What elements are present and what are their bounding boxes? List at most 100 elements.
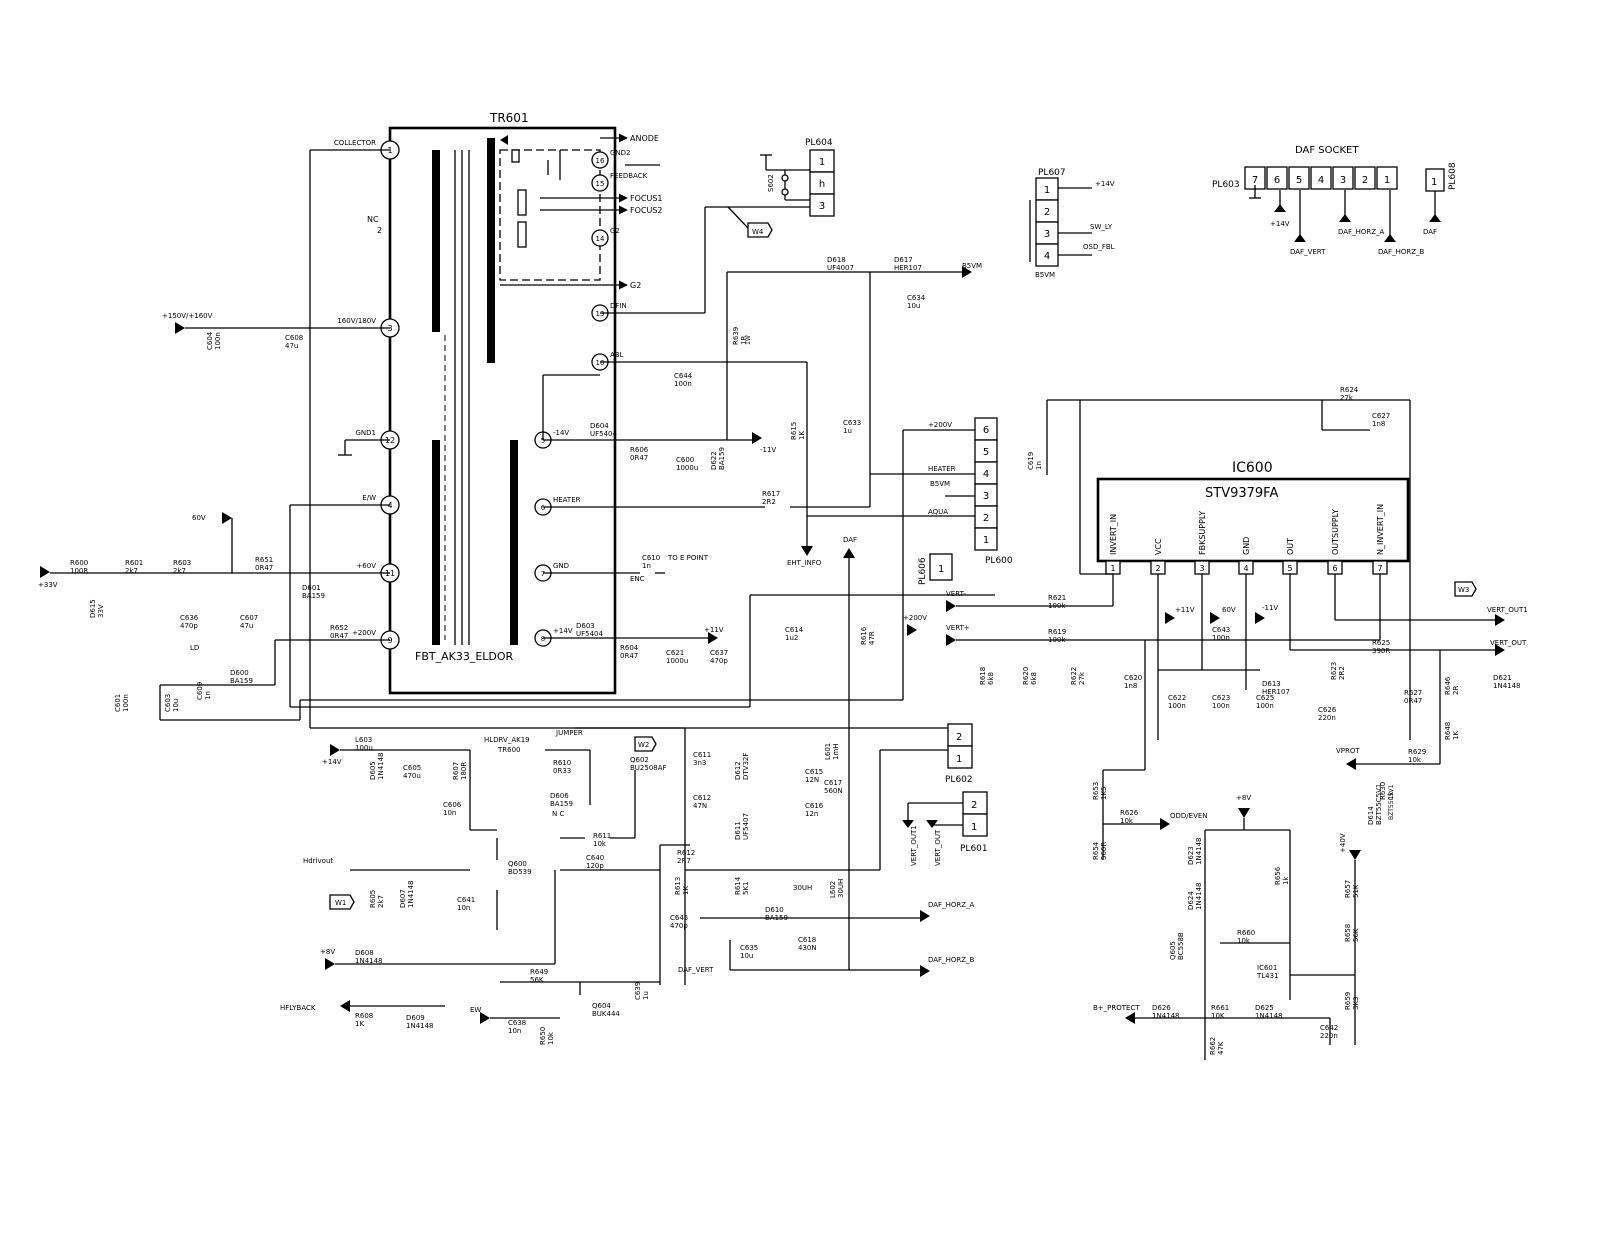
nc-label: NC (367, 215, 379, 224)
component-ref-ic601: IC601 (1257, 964, 1277, 972)
component-ref-d622: D622 (710, 451, 718, 470)
component-value-d626: 1N4148 (1152, 1012, 1180, 1020)
component-value-r657: 51K (1352, 884, 1360, 898)
component-value-d604: UF5404 (590, 430, 618, 438)
transformer-tr601: TR601 FBT_AK33_ELDOR (388, 111, 617, 695)
component-value-r654: 560R (1100, 842, 1108, 860)
component-ref-r639: R639 (732, 327, 740, 345)
component-value-c644: 100n (674, 380, 692, 388)
component-ref-r650: R650 (539, 1027, 547, 1045)
component-value-c611: 3n3 (693, 759, 706, 767)
pl601-label-vertout1: VERT_OUT1 (910, 825, 918, 866)
pl604-pin-number: h (819, 179, 825, 190)
net-odd-even: ODD/EVEN (1170, 812, 1208, 820)
net-60v-ic: 60V (1222, 606, 1236, 614)
component-ref-c612: C612 (693, 794, 711, 802)
component-ref-d606: D606 (550, 792, 569, 800)
component-value-r639: 1R (740, 336, 748, 345)
component-value-c642: 220n (1320, 1032, 1338, 1040)
component-ref-r656: R656 (1274, 866, 1282, 885)
component-value-r603: 2k7 (173, 567, 186, 575)
component-value-c605: 470u (403, 772, 421, 780)
component-value-r624: 27k (1340, 394, 1354, 402)
core-bar (487, 138, 495, 363)
component-ref-r654: R654 (1092, 841, 1100, 860)
pin-number: 15 (596, 180, 605, 188)
component-value-r614: 5K1 (742, 882, 750, 896)
component-ref-r623: R623 (1330, 662, 1338, 680)
nc-pin: 2 (377, 226, 382, 235)
component-value-r612: 2R7 (677, 857, 691, 865)
component-value-d623: 1N4148 (1195, 837, 1203, 865)
component-ref-l603: L603 (355, 736, 372, 744)
daf-label-daf: DAF (1423, 228, 1437, 236)
component-value-d614: BZT55C5V1 (1375, 784, 1383, 825)
net-to-e-point: TO E POINT (667, 554, 709, 562)
component-value-c635: 10u (740, 952, 753, 960)
pl600-label-heater: HEATER (928, 465, 956, 473)
component-value-c618: 430N (798, 944, 817, 952)
component-ref-r617: R617 (762, 490, 780, 498)
component-ref-c618: C618 (798, 936, 816, 944)
component-value-r605: 2k7 (377, 895, 385, 908)
transformer-outputs: ANODE FOCUS1 FOCUS2 G2 (500, 133, 663, 290)
component-ref-c640: C640 (586, 854, 604, 862)
component-ref-r613: R613 (674, 877, 682, 895)
net-vert-minus: VERT- (946, 590, 966, 598)
ic600: IC600 STV9379FA 1INVERT_IN2VCC3FBKSUPPLY… (1096, 460, 1410, 575)
component-ref-r630: R630 (1379, 782, 1387, 800)
pin-circle (591, 174, 609, 192)
component-ref-r658: R658 (1344, 924, 1352, 942)
component-value-r652: 0R47 (330, 632, 348, 640)
pl604-w4: W4 (752, 228, 764, 236)
component-ref-c606: C606 (443, 801, 462, 809)
component-ref-c603: C603 (164, 694, 172, 712)
component-ref-r618: R618 (979, 667, 987, 685)
pin-number: 10 (596, 359, 605, 367)
component-ref-r607: R607 (452, 762, 460, 780)
component-value-r650: 10k (547, 1031, 555, 1045)
pl607-name: PL607 (1038, 168, 1066, 178)
transformer-outline (388, 126, 617, 695)
component-value-c627: 1n8 (1372, 420, 1385, 428)
component-ref-r662: R662 (1209, 1037, 1217, 1055)
component-ref-c619: C619 (1027, 452, 1035, 470)
component-value-d622: BA159 (718, 447, 726, 470)
component-ref-r616: R616 (860, 626, 868, 645)
component-ref-r606: R606 (630, 446, 649, 454)
component-value-r653: 1K5 (1100, 787, 1108, 801)
net-8v-left: +8V (320, 948, 335, 956)
pin-number: 14 (596, 235, 605, 243)
pl602-pin-2: 2 (956, 732, 962, 743)
component-ref-r629: R629 (1408, 748, 1426, 756)
pin-label: G2 (610, 227, 620, 235)
output-focus2: FOCUS2 (630, 206, 663, 215)
component-ref-d621: D621 (1493, 674, 1512, 682)
pl604-name: PL604 (805, 138, 833, 148)
net-labels: +33V +150V/+160V 60V VERT- VERT+ VERT_OU… (38, 262, 1528, 1024)
net-daf-horz-a: DAF_HORZ_A (928, 901, 975, 909)
pl600-pin-number: 3 (983, 491, 989, 502)
pin-number: 8 (541, 635, 545, 643)
component-ref-c610: C610 (642, 554, 660, 562)
component-value-c612: 47N (693, 802, 707, 810)
component-value-d609: 1N4148 (406, 1022, 434, 1030)
pl608-pin: 1 (1431, 177, 1437, 188)
component-ref-r603: R603 (173, 559, 191, 567)
net-hldrv: HLDRV_AK19 (484, 736, 530, 744)
component-ref-c616: C616 (805, 802, 824, 810)
pin-number: 5 (541, 437, 545, 445)
component-value-r646: 2R (1452, 686, 1460, 695)
component-value-r629: 10k (1408, 756, 1422, 764)
pl608-name: PL608 (1448, 162, 1458, 190)
pin-label: FEEDBACK (610, 172, 648, 180)
component-value-r618: 6k8 (987, 672, 995, 685)
component-ref-c625: C625 (1256, 694, 1274, 702)
component-value-c621: 1000u (666, 657, 688, 665)
net-enc: ENC (630, 575, 645, 583)
pin-label: +60V (356, 562, 376, 570)
component-ref-l601: L601 (824, 743, 832, 760)
component-value-c640: 120p (586, 862, 604, 870)
component-ref-c636: C636 (180, 614, 199, 622)
net-hflyback: HFLYBACK (280, 1004, 316, 1012)
